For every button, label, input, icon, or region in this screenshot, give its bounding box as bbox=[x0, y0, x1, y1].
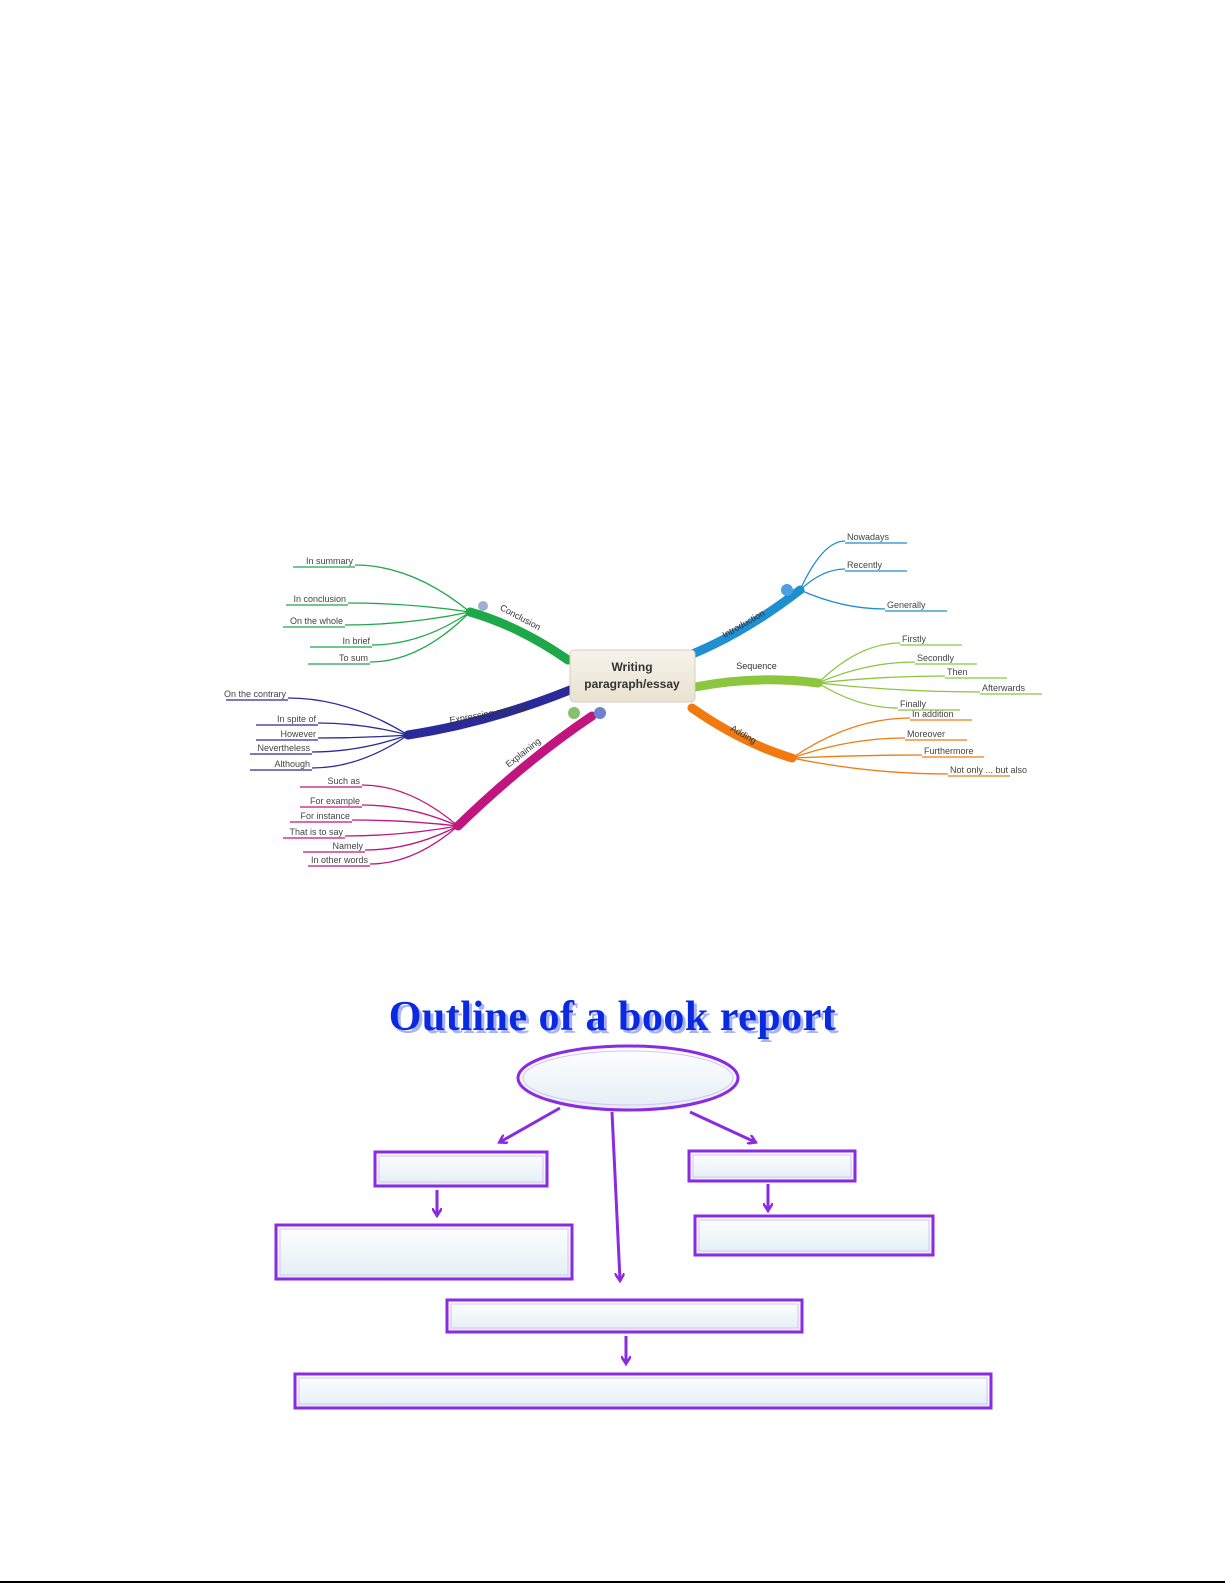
mindmap-branch-label: Sequence bbox=[736, 661, 777, 671]
mindmap-leaf-link bbox=[369, 825, 459, 865]
mindmap-center-line1: Writing bbox=[611, 660, 652, 674]
mindmap-leaf-label: On the whole bbox=[290, 616, 343, 626]
mindmap-leaf-label: Generally bbox=[887, 600, 926, 610]
mindmap-leaf-link bbox=[817, 661, 916, 684]
mindmap-leaf-label: Firstly bbox=[902, 634, 926, 644]
mindmap-leaf-label: For example bbox=[310, 796, 360, 806]
mindmap-leaf-label: Recently bbox=[847, 560, 883, 570]
mindmap-leaf-label: However bbox=[280, 729, 316, 739]
mindmap-leaf-link bbox=[317, 734, 409, 739]
mindmap-leaf-label: In brief bbox=[342, 636, 370, 646]
mindmap-leaf-link bbox=[817, 675, 946, 684]
mindmap-hub-dot bbox=[789, 755, 795, 761]
mindmap-leaf-link bbox=[791, 717, 911, 759]
mindmap-center-line2: paragraph/essay bbox=[584, 677, 680, 691]
mindmap-leaf-link bbox=[351, 819, 459, 827]
mindmap-branch-b2 bbox=[403, 685, 575, 740]
mindmap-leaf-link bbox=[791, 754, 923, 759]
ellipse-top-node bbox=[516, 1044, 740, 1112]
arrow-to-left-box bbox=[500, 1106, 561, 1142]
mindmap-leaf-link bbox=[361, 784, 459, 827]
mindmap-leaf-label: Secondly bbox=[917, 653, 955, 663]
mindmap-leaf-label: That is to say bbox=[289, 827, 343, 837]
mindmap-leaf-label: Finally bbox=[900, 699, 927, 709]
mindmap-leaf-label: In other words bbox=[311, 855, 369, 865]
mindmap-leaf-label: In summary bbox=[306, 556, 354, 566]
mindmap-leaf-link bbox=[354, 564, 471, 613]
mindmap-leaf-label: For instance bbox=[300, 811, 350, 821]
mindmap-leaf-label: Not only ... but also bbox=[950, 765, 1027, 775]
mindmap-branch-b5 bbox=[690, 675, 823, 692]
mindmap-leaf-label: On the contrary bbox=[224, 689, 287, 699]
arrow-to-center-box bbox=[610, 1111, 620, 1280]
mindmap-node-icon bbox=[478, 601, 488, 611]
mindmap-leaf-link bbox=[817, 682, 899, 709]
box-left-sub-node bbox=[274, 1223, 574, 1281]
mindmap-leaf-link bbox=[371, 611, 471, 646]
mindmap-leaf-link bbox=[311, 734, 409, 753]
mindmap-leaf-label: Furthermore bbox=[924, 746, 974, 756]
mindmap-hub-dot bbox=[797, 587, 803, 593]
mindmap-leaf-label: In addition bbox=[912, 709, 954, 719]
mindmap-hub-dot bbox=[455, 823, 461, 829]
mindmap-leaf-link bbox=[817, 682, 981, 693]
page-bottom-rule bbox=[0, 1581, 1225, 1583]
mindmap-leaf-link bbox=[344, 825, 459, 837]
box-left-node bbox=[373, 1150, 549, 1188]
mindmap-leaf-label: Then bbox=[947, 667, 968, 677]
mindmap-leaf-link bbox=[311, 734, 409, 769]
mindmap-node-icon bbox=[781, 584, 793, 596]
mindmap-leaf-label: Nevertheless bbox=[257, 743, 310, 753]
mindmap-leaf-label: To sum bbox=[339, 653, 368, 663]
mindmap-leaf-label: Moreover bbox=[907, 729, 945, 739]
mindmap-leaf-link bbox=[317, 722, 409, 736]
mindmap-leaf-link bbox=[791, 737, 906, 759]
mindmap-leaf-label: Such as bbox=[327, 776, 360, 786]
mindmap-leaf-link bbox=[287, 697, 409, 736]
mindmap-leaf-label: Nowadays bbox=[847, 532, 890, 542]
mindmap-branch-b3 bbox=[453, 711, 597, 831]
box-bottom-node bbox=[293, 1372, 993, 1410]
mindmap-center-node: Writing paragraph/essay bbox=[569, 649, 696, 703]
mindmap-leaf-link bbox=[799, 568, 846, 591]
mindmap-branch-b6 bbox=[687, 703, 797, 763]
mindmap-leaf-link bbox=[347, 602, 471, 613]
arrow-to-right-box bbox=[689, 1110, 755, 1142]
mindmap-hub-dot bbox=[467, 609, 473, 615]
mindmap-leaf-label: Afterwards bbox=[982, 683, 1026, 693]
outline-title: Outline of a book report bbox=[388, 994, 837, 1040]
box-center-node bbox=[445, 1298, 804, 1334]
mindmap-leaf-link bbox=[817, 642, 901, 684]
mindmap-leaf-link bbox=[344, 611, 471, 626]
mindmap-leaf-link bbox=[364, 825, 459, 851]
mindmap-node-icon bbox=[594, 707, 606, 719]
box-right-sub-node bbox=[693, 1214, 935, 1257]
mindmap-leaf-label: Namely bbox=[332, 841, 363, 851]
mindmap-leaf-label: In spite of bbox=[277, 714, 317, 724]
mindmap-branch-b1 bbox=[465, 607, 573, 665]
mindmap-leaf-label: In conclusion bbox=[293, 594, 346, 604]
mindmap-leaf-label: Although bbox=[274, 759, 310, 769]
mindmap-branch-b4 bbox=[685, 585, 805, 660]
mindmap-leaf-link bbox=[369, 611, 471, 663]
mindmap-leaf-link bbox=[791, 757, 949, 775]
mindmap-leaf-link bbox=[361, 804, 459, 827]
mindmap-node-icon bbox=[568, 707, 580, 719]
mindmap-leaf-link bbox=[799, 540, 846, 591]
mindmap-leaf-link bbox=[799, 589, 886, 610]
box-right-node bbox=[687, 1149, 857, 1183]
mindmap-hub-dot bbox=[405, 732, 411, 738]
mindmap-hub-dot bbox=[815, 680, 821, 686]
